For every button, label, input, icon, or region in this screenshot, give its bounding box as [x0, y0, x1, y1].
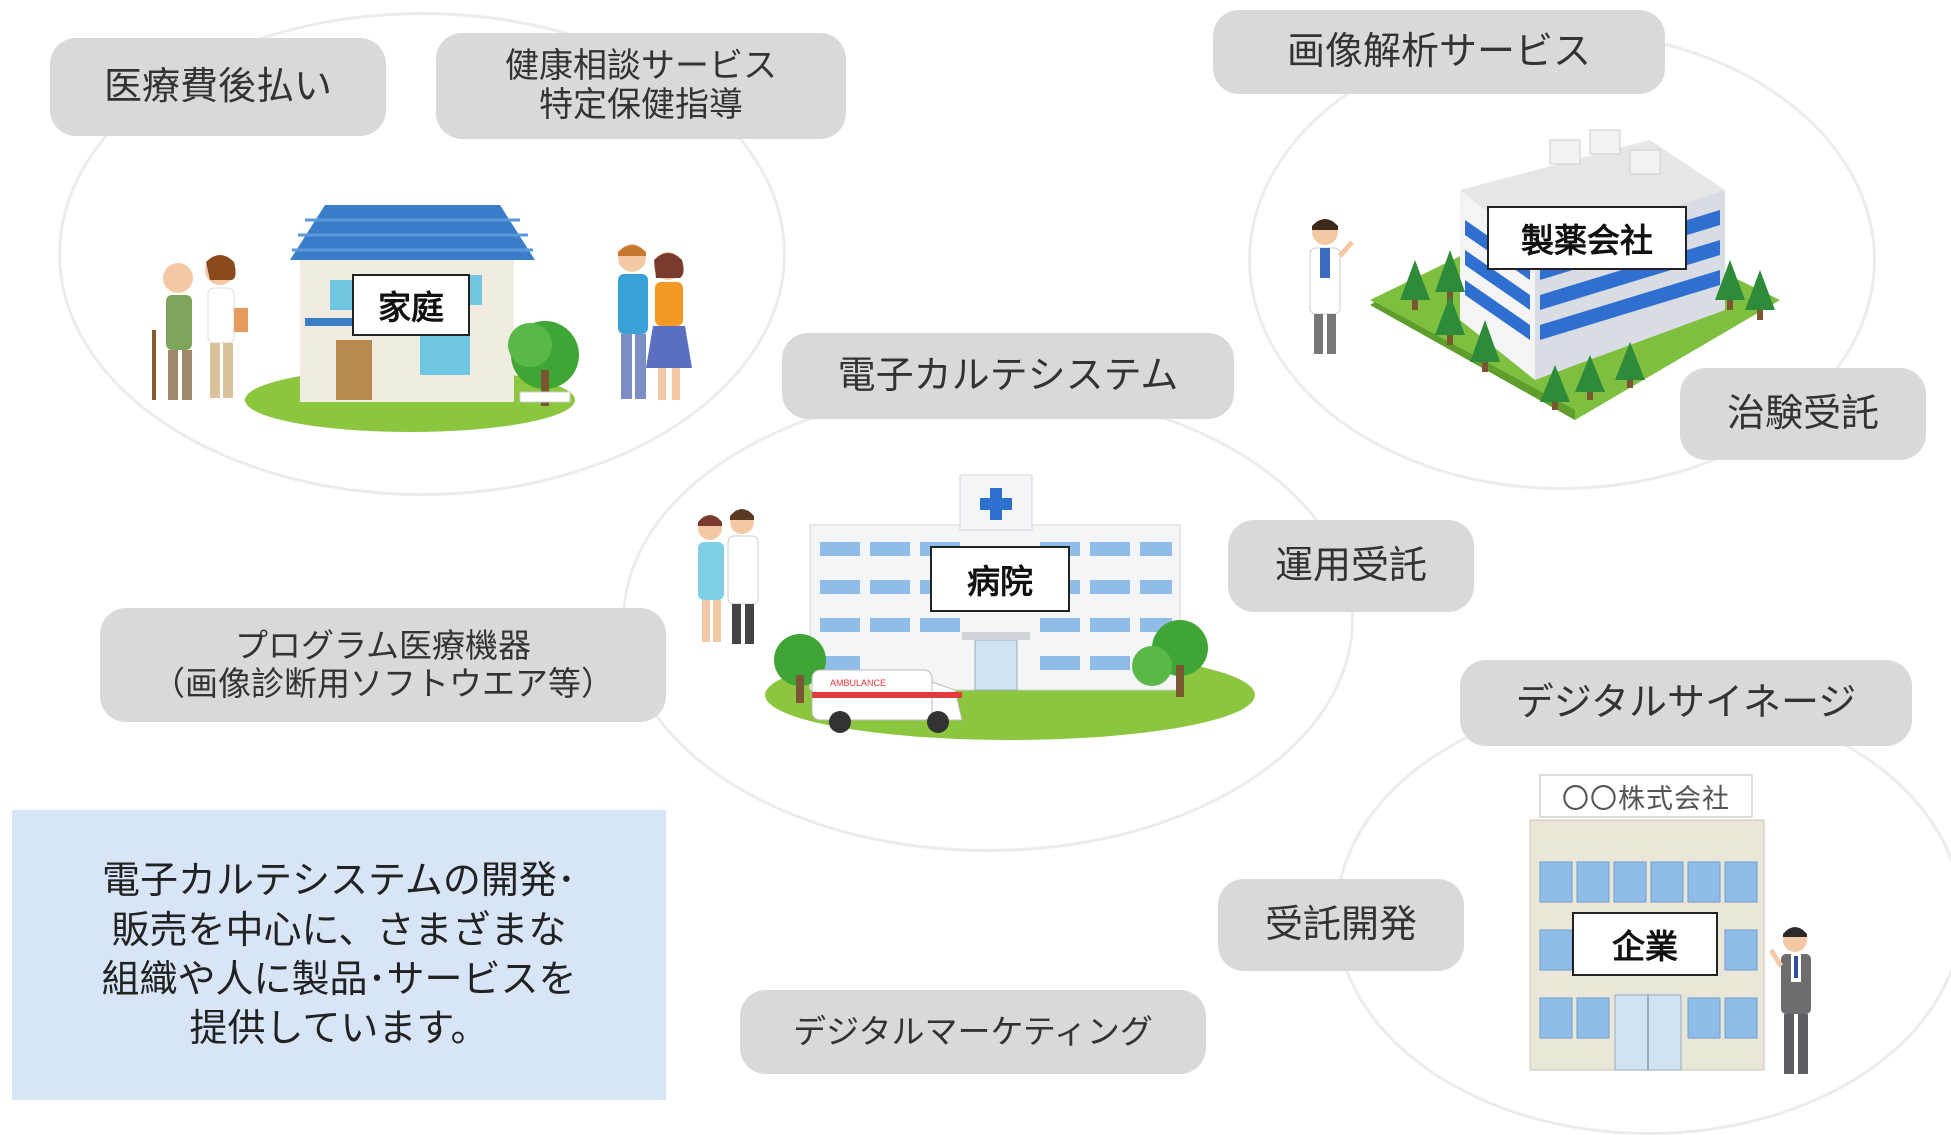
ambulance-text: AMBULANCE — [830, 678, 886, 688]
home-label: 家庭 — [352, 274, 470, 336]
clinical-trial-pill: 治験受託 — [1680, 368, 1926, 460]
program-device-line2: （画像診断用ソフトウエア等） — [152, 664, 614, 703]
program-device-pill: プログラム医療機器 （画像診断用ソフトウエア等） — [100, 608, 666, 722]
hospital-label: 病院 — [930, 546, 1070, 612]
program-device-line1: プログラム医療機器 — [234, 626, 531, 666]
summary-line-2: 販売を中心に、さまざまな — [111, 907, 567, 952]
company-label: 企業 — [1572, 912, 1718, 976]
pharma-label: 製薬会社 — [1487, 206, 1687, 270]
digital-marketing-pill: デジタルマーケティング — [740, 990, 1206, 1074]
digital-signage-pill: デジタルサイネージ — [1460, 660, 1912, 746]
operation-outsourcing-pill: 運用受託 — [1228, 520, 1474, 612]
image-analysis-pill: 画像解析サービス — [1213, 10, 1665, 94]
summary-note: 電子カルテシステムの開発･ 販売を中心に、さまざまな 組織や人に製品･サービスを… — [12, 810, 666, 1100]
home-group-circle — [58, 12, 786, 496]
summary-line-4: 提供しています。 — [189, 1006, 489, 1051]
hospital-illustration: AMBULANCE — [698, 474, 1255, 740]
medical-postpay-pill: 医療費後払い — [50, 38, 386, 136]
health-consult-line1: 健康相談サービス — [505, 45, 777, 86]
contract-dev-pill: 受託開発 — [1218, 879, 1464, 971]
health-consult-pill: 健康相談サービス 特定保健指導 — [436, 33, 846, 139]
health-consult-line2: 特定保健指導 — [539, 85, 743, 125]
emr-system-pill: 電子カルテシステム — [782, 333, 1234, 419]
company-sign: 〇〇株式会社 — [1562, 783, 1730, 815]
summary-line-1: 電子カルテシステムの開発･ — [102, 858, 576, 903]
summary-line-3: 組織や人に製品･サービスを — [101, 957, 577, 1001]
